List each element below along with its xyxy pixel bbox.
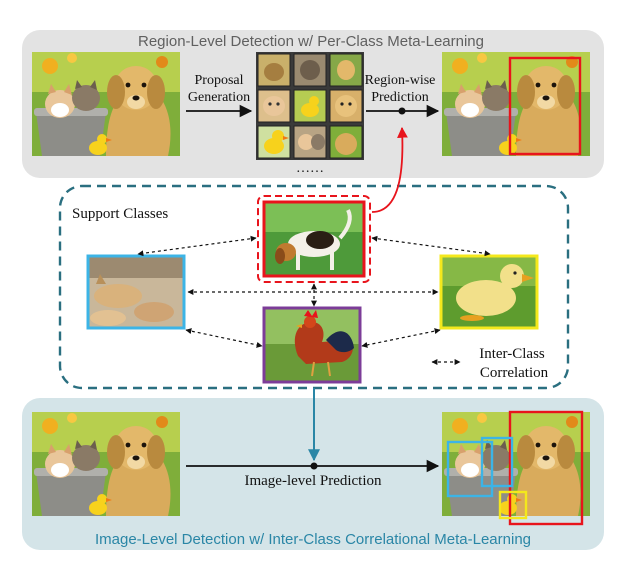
proposal-grid xyxy=(256,52,364,160)
proposal-label-line2: Generation xyxy=(188,90,250,105)
image-prediction-label: Image-level Prediction xyxy=(244,473,382,489)
correlation-arrows xyxy=(137,235,491,348)
bottom-panel-title: Image-Level Detection w/ Inter-Class Cor… xyxy=(95,531,531,548)
support-panel-title: Support Classes xyxy=(72,206,168,222)
input-image-top xyxy=(32,52,180,156)
support-dog-image xyxy=(257,195,371,283)
support-chicken-image xyxy=(262,306,362,384)
output-image-bottom xyxy=(442,410,590,526)
support-bird-image xyxy=(439,254,539,330)
dog-detection-box-bottom xyxy=(508,410,584,526)
region-label-line1: Region-wise xyxy=(365,73,436,88)
dog-support-arrow xyxy=(371,126,408,213)
proposal-ellipsis: …… xyxy=(296,161,324,176)
region-prediction-node xyxy=(398,107,406,115)
cat-detection-box-1 xyxy=(446,440,494,498)
proposal-label-line1: Proposal xyxy=(195,73,244,88)
cat-detection-box-2 xyxy=(480,436,514,488)
legend-label-line1: Inter-Class xyxy=(479,346,545,362)
dog-detection-box-top xyxy=(508,56,582,156)
legend-label-line2: Correlation xyxy=(480,365,549,381)
image-prediction-node xyxy=(310,462,318,470)
input-image-bottom xyxy=(32,412,180,516)
bird-detection-box xyxy=(498,490,528,520)
support-cat-image xyxy=(86,254,186,330)
output-image-top xyxy=(442,52,590,156)
top-panel-title: Region-Level Detection w/ Per-Class Meta… xyxy=(138,33,484,50)
region-label-line2: Prediction xyxy=(371,90,429,105)
